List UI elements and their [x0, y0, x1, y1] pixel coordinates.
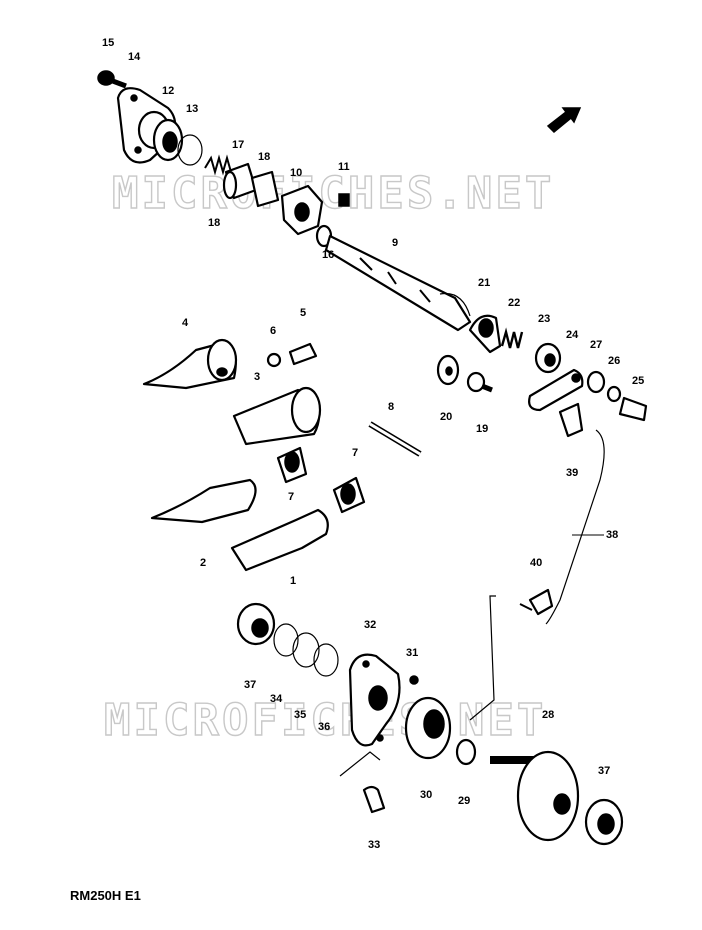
model-code-label: RM250H E1: [70, 888, 141, 903]
callout-38: 38: [606, 529, 618, 541]
front-arrow-icon: [546, 107, 582, 134]
callout-23: 23: [538, 313, 550, 325]
callout-27: 27: [590, 339, 602, 351]
right-linkage-assembly: [436, 314, 648, 625]
callout-5: 5: [300, 307, 306, 319]
watermark-top: MICROFICHES.NET: [112, 168, 554, 219]
callout-15: 15: [102, 37, 114, 49]
callout-22: 22: [508, 297, 520, 309]
callout-26: 26: [608, 355, 620, 367]
callout-35: 35: [294, 709, 306, 721]
watermark-bottom: MICROFICHES.NET: [104, 695, 546, 746]
callout-3: 3: [254, 371, 260, 383]
callout-2: 2: [200, 557, 206, 569]
callout-8: 8: [388, 401, 394, 413]
callout-19: 19: [476, 423, 488, 435]
callout-13: 13: [186, 103, 198, 115]
callout-18-b: 18: [208, 217, 220, 229]
callout-7-left: 7: [288, 491, 294, 503]
callout-24: 24: [566, 329, 579, 341]
callout-25: 25: [632, 375, 644, 387]
callout-34: 34: [270, 693, 283, 705]
callout-11: 11: [338, 161, 350, 173]
callout-4: 4: [182, 317, 189, 329]
callout-21: 21: [478, 277, 490, 289]
lower-gear-assembly: [236, 595, 624, 846]
callout-7-right: 7: [352, 447, 358, 459]
callout-33: 33: [368, 839, 380, 851]
callout-40: 40: [530, 557, 542, 569]
callout-9: 9: [392, 237, 398, 249]
valve-parts-middle: [142, 338, 422, 572]
callout-12: 12: [162, 85, 174, 97]
callout-18-a: 18: [258, 151, 270, 163]
callout-37-right: 37: [598, 765, 610, 777]
callout-14: 14: [128, 51, 141, 63]
callout-36: 36: [318, 721, 330, 733]
callout-39: 39: [566, 467, 578, 479]
upper-shaft-assembly: [97, 70, 472, 332]
callout-31: 31: [406, 647, 418, 659]
callout-28: 28: [542, 709, 554, 721]
callout-32: 32: [364, 619, 376, 631]
callout-29: 29: [458, 795, 470, 807]
callout-10: 10: [290, 167, 302, 179]
callout-37-left: 37: [244, 679, 256, 691]
callout-6: 6: [270, 325, 276, 337]
callout-17: 17: [232, 139, 244, 151]
callout-16: 16: [322, 249, 334, 261]
callout-20: 20: [440, 411, 452, 423]
callout-1: 1: [290, 575, 296, 587]
callout-30: 30: [420, 789, 432, 801]
callout-labels: 15 14 12 13 17 18 18 10 11 16 9 21 22 23…: [102, 37, 644, 851]
